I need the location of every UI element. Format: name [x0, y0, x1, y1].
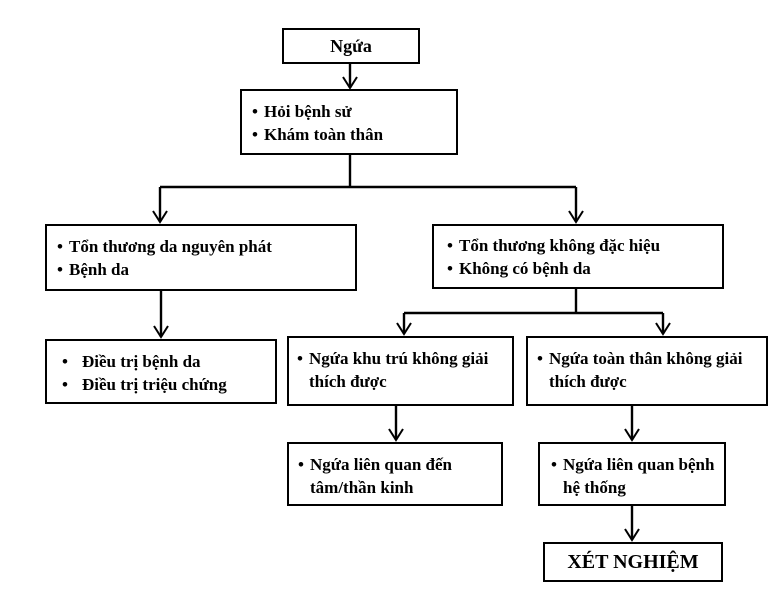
arrowhead	[624, 528, 640, 542]
node-neuro-itch: Ngứa liên quan đến tâm/thần kinh	[287, 442, 503, 506]
list-item: Điều trị triệu chứng	[62, 373, 275, 396]
node-lab-tests-label: XÉT NGHIỆM	[567, 550, 699, 573]
arrowhead	[152, 210, 168, 224]
list-item: Khám toàn thân	[252, 123, 456, 146]
list-item: Tổn thương không đặc hiệu	[447, 234, 722, 257]
node-nonspecific-lesion: Tổn thương không đặc hiệu Không có bệnh …	[432, 224, 724, 289]
node-itch: Ngứa	[282, 28, 420, 64]
node-generalized-itch: Ngứa toàn thân không giải thích được	[526, 336, 768, 406]
arrowhead	[655, 322, 671, 336]
list-item: Ngứa khu trú không giải thích được	[297, 347, 504, 393]
list-item: Hỏi bệnh sử	[252, 100, 456, 123]
arrowhead	[396, 322, 412, 336]
list-item: Bệnh da	[57, 258, 355, 281]
node-localized-itch: Ngứa khu trú không giải thích được	[287, 336, 514, 406]
list-item: Không có bệnh da	[447, 257, 722, 280]
arrowhead	[624, 428, 640, 442]
list-item: Ngứa liên quan đến tâm/thần kinh	[298, 453, 493, 499]
node-history-exam: Hỏi bệnh sử Khám toàn thân	[240, 89, 458, 155]
list-item: Ngứa toàn thân không giải thích được	[537, 347, 758, 393]
node-itch-label: Ngứa	[330, 35, 372, 56]
node-treatment: Điều trị bệnh da Điều trị triệu chứng	[45, 339, 277, 404]
arrowhead	[388, 428, 404, 442]
arrowhead	[342, 76, 358, 90]
list-item: Điều trị bệnh da	[62, 350, 275, 373]
list-item: Tổn thương da nguyên phát	[57, 235, 355, 258]
arrowhead	[153, 325, 169, 339]
node-systemic-itch: Ngứa liên quan bệnh hệ thống	[538, 442, 726, 506]
node-primary-skin-lesion: Tổn thương da nguyên phát Bệnh da	[45, 224, 357, 291]
node-lab-tests: XÉT NGHIỆM	[543, 542, 723, 582]
arrowhead	[568, 210, 584, 224]
list-item: Ngứa liên quan bệnh hệ thống	[551, 453, 716, 499]
